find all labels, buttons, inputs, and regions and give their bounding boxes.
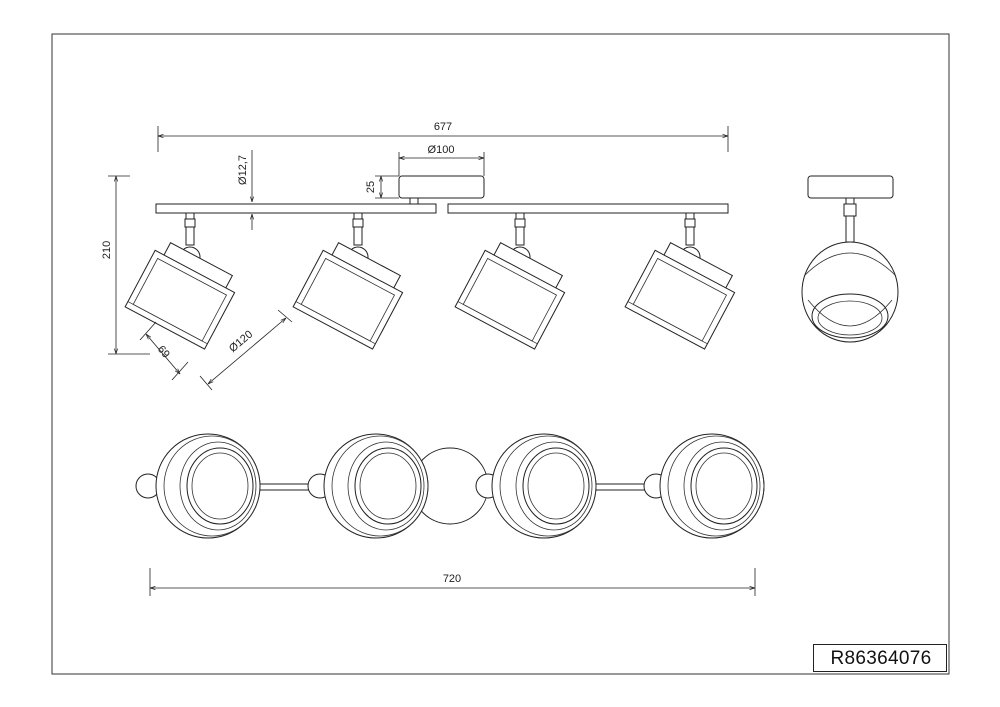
canopy — [398, 175, 485, 205]
dimension-overall-length-top: 677 — [157, 121, 729, 152]
product-code: R86364076 — [830, 648, 932, 669]
spot-front-2 — [292, 212, 410, 350]
dimension-height: 210 — [101, 175, 150, 355]
product-code-box: R86364076 — [813, 644, 947, 672]
canopy-height-label: 25 — [365, 181, 377, 193]
canopy-diameter-label: Ø100 — [428, 144, 455, 156]
mounting-bar — [155, 203, 729, 214]
dimension-bar-diameter: Ø12,7 — [237, 150, 252, 230]
drawing-frame — [51, 33, 950, 675]
height-label: 210 — [101, 241, 113, 259]
spot-diameter-label: Ø120 — [227, 328, 255, 354]
spot-depth-label: 69 — [155, 344, 172, 361]
bottom-view — [135, 433, 765, 539]
side-view — [801, 175, 899, 343]
dimension-canopy-diameter: Ø100 — [398, 144, 485, 176]
dimension-overall-length-bottom: 720 — [149, 568, 756, 596]
spot-front-4 — [624, 212, 742, 350]
overall-length-top-label: 677 — [434, 121, 452, 133]
spot-front-3 — [454, 212, 572, 350]
dimension-canopy-height: 25 — [365, 175, 399, 199]
overall-length-bottom-label: 720 — [443, 573, 461, 585]
spot-front-1 — [124, 212, 242, 350]
bar-diameter-label: Ø12,7 — [237, 155, 249, 185]
